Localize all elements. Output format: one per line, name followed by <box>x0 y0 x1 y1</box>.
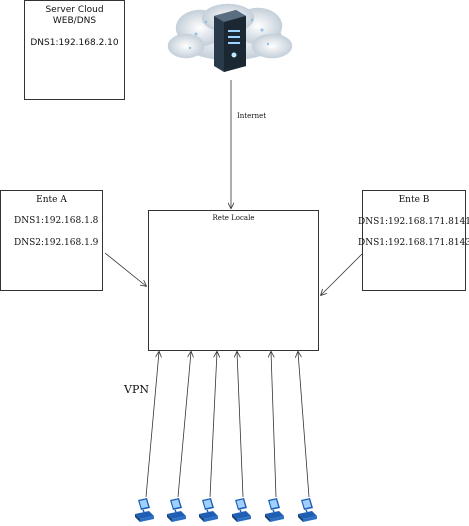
ente-b-dns1: DNS1:192.168.171.8141 <box>358 217 469 227</box>
ente-b-title: Ente B <box>398 195 430 205</box>
cloud-server-icon <box>167 3 293 72</box>
internet-label: Internet <box>237 112 267 120</box>
computer-icon <box>135 498 154 522</box>
ente-a-dns1: DNS1:192.168.1.8 <box>14 216 99 226</box>
ente-b-connector <box>321 253 363 295</box>
vpn-connector-1 <box>145 352 159 498</box>
ente-b-dns2: DNS1:192.168.171.8143 <box>358 238 469 248</box>
local-network-title: Rete Locale <box>212 214 255 222</box>
vpn-connector-4 <box>237 352 244 498</box>
vpn-connector-6 <box>298 352 310 498</box>
ente-a-box <box>0 190 103 291</box>
server-cloud-dns1: DNS1:192.168.2.10 <box>30 38 119 48</box>
computer-icon <box>232 498 251 522</box>
ente-b-box <box>362 190 466 291</box>
server-cloud-subtitle: WEB/DNS <box>52 16 97 26</box>
ente-a-dns2: DNS2:192.168.1.9 <box>14 238 99 248</box>
ente-a-connector <box>104 252 146 286</box>
vpn-connector-3 <box>209 352 217 498</box>
computer-icon <box>167 498 186 522</box>
server-cloud-title: Server Cloud <box>45 5 104 15</box>
vpn-connector-2 <box>177 352 191 498</box>
ente-a-title: Ente A <box>36 195 67 205</box>
computer-icon <box>298 498 317 522</box>
server-cloud-box <box>24 0 125 100</box>
computer-icon <box>265 498 284 522</box>
vpn-connector-5 <box>271 352 277 498</box>
computer-icon <box>199 498 218 522</box>
vpn-label: VPN <box>124 383 149 396</box>
local-network-box <box>148 210 319 351</box>
